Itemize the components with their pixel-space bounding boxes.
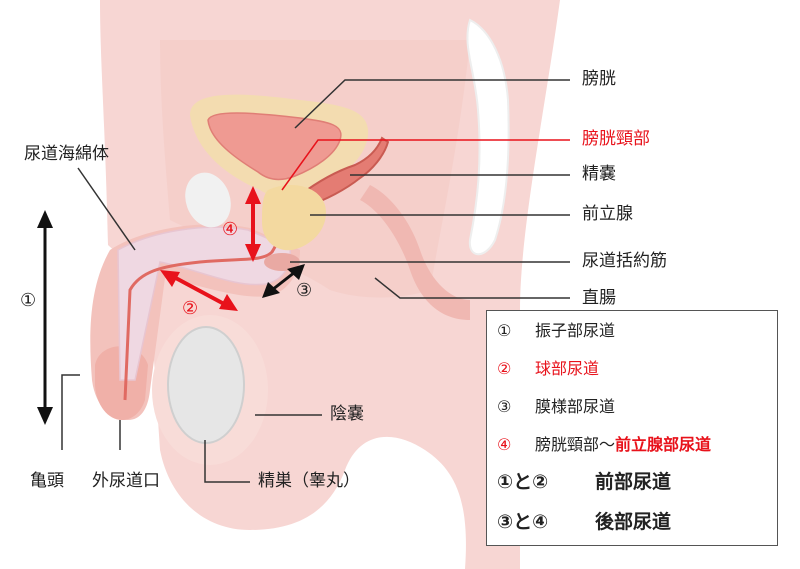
legend-text: 振子部尿道 — [535, 321, 616, 340]
arrow-1 — [37, 210, 53, 425]
pubic-bone — [185, 172, 231, 228]
legend-group-text: 前部尿道 — [595, 471, 672, 493]
label-seminal-vesicle: 精嚢 — [582, 164, 616, 184]
legend-num: ④ — [497, 435, 512, 454]
urethral-sphincter — [264, 253, 300, 271]
legend-text: 膀胱頸部～ — [535, 435, 616, 454]
sacrum — [466, 18, 510, 256]
label-bladder: 膀胱 — [582, 69, 616, 89]
marker-1: ① — [20, 290, 37, 311]
label-bladder-neck: 膀胱頸部 — [582, 129, 650, 149]
marker-3: ③ — [296, 280, 313, 301]
legend-text: 膜様部尿道 — [535, 397, 616, 416]
arrow-3 — [262, 264, 305, 298]
label-urethral-sphincter: 尿道括約筋 — [582, 251, 667, 271]
label-corpus-spongiosum: 尿道海綿体 — [24, 144, 109, 164]
leader-bladder-neck — [281, 139, 570, 191]
legend-pair: ③と④ — [497, 511, 549, 533]
legend-num: ② — [497, 359, 512, 378]
legend-row-1: ① 振子部尿道 — [497, 323, 615, 339]
legend-pair: ①と② — [497, 471, 549, 493]
arrow-4 — [245, 186, 261, 262]
legend-row-posterior: ③と④ 後部尿道 — [497, 513, 671, 532]
testis — [167, 326, 245, 444]
leader-rectum — [374, 277, 570, 299]
seminal-vesicle — [298, 136, 390, 207]
marker-2: ② — [182, 298, 199, 319]
legend-group-text: 後部尿道 — [595, 511, 672, 533]
corpus-spongiosum — [117, 226, 291, 381]
legend-row-3: ③ 膜様部尿道 — [497, 399, 615, 415]
legend-num: ③ — [497, 397, 512, 416]
leader-lines — [61, 79, 570, 483]
bladder-inner — [207, 112, 342, 181]
legend-text: 球部尿道 — [535, 359, 600, 378]
label-rectum: 直腸 — [582, 288, 616, 308]
leader-testis — [204, 440, 250, 483]
leader-glans — [61, 374, 80, 450]
marker-4: ④ — [222, 219, 239, 240]
prostate — [262, 185, 326, 251]
label-external-meatus: 外尿道口 — [92, 471, 160, 491]
legend-row-anterior: ①と② 前部尿道 — [497, 473, 671, 492]
legend-row-2: ② 球部尿道 — [497, 361, 599, 377]
rectum — [360, 185, 470, 320]
leader-bladder — [294, 79, 570, 129]
legend-num: ① — [497, 321, 512, 340]
legend-box: ① 振子部尿道 ② 球部尿道 ③ 膜様部尿道 ④ 膀胱頸部～前立腺部尿道 ①と② 前部尿道… — [486, 310, 778, 546]
label-glans: 亀頭 — [30, 471, 64, 491]
legend-row-4: ④ 膀胱頸部～前立腺部尿道 — [497, 437, 711, 453]
label-scrotum: 陰嚢 — [330, 404, 364, 424]
arrow-2 — [160, 270, 238, 311]
label-prostate: 前立腺 — [582, 204, 633, 224]
leader-corpus — [77, 167, 136, 251]
legend-text-red: 前立腺部尿道 — [615, 435, 712, 454]
label-testis: 精巣（睾丸） — [258, 471, 360, 491]
